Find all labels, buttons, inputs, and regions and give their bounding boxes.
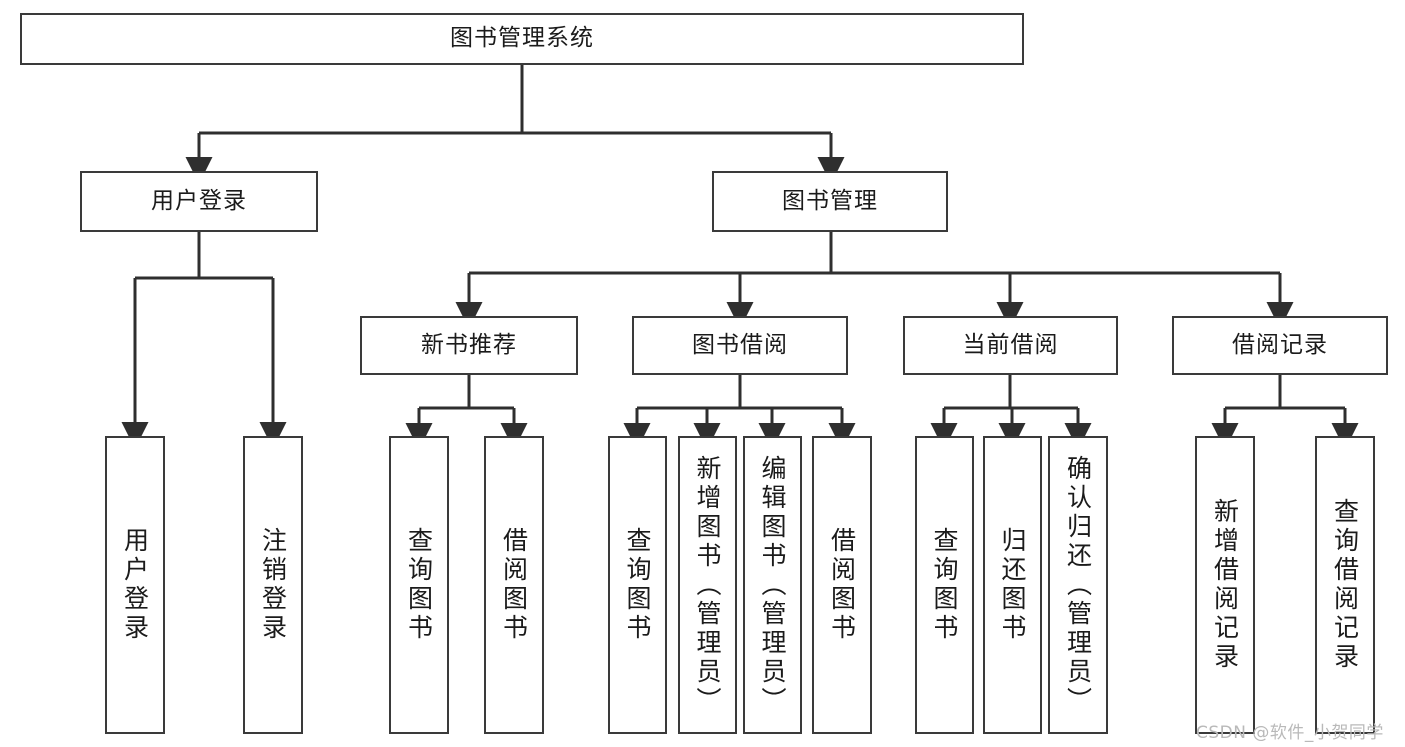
node-book-borrow[interactable]: 图书借阅 [632, 316, 848, 375]
node-borrow-record[interactable]: 借阅记录 [1172, 316, 1388, 375]
node-leaf-query-record[interactable]: 查询借阅记录 [1315, 436, 1375, 734]
node-leaf-borrow-book-2[interactable]: 借阅图书 [812, 436, 872, 734]
node-current-borrow-label: 当前借阅 [962, 331, 1059, 358]
node-leaf-return-book[interactable]: 归还图书 [983, 436, 1042, 734]
node-new-book-rec[interactable]: 新书推荐 [360, 316, 578, 375]
node-book-borrow-label: 图书借阅 [692, 331, 788, 358]
node-leaf-confirm-return[interactable]: 确认归还（管理员） [1048, 436, 1108, 734]
node-leaf-query-book-1-label: 查询图书 [404, 527, 434, 643]
node-leaf-user-login-label: 用户登录 [120, 527, 150, 643]
node-leaf-confirm-return-label: 确认归还（管理员） [1063, 454, 1093, 716]
node-leaf-query-book-3[interactable]: 查询图书 [915, 436, 974, 734]
node-borrow-record-label: 借阅记录 [1232, 331, 1328, 358]
node-book-manage[interactable]: 图书管理 [712, 171, 948, 232]
node-leaf-query-book-2-label: 查询图书 [623, 527, 652, 643]
node-user-login[interactable]: 用户登录 [80, 171, 318, 232]
node-leaf-borrow-book-1-label: 借阅图书 [499, 527, 529, 643]
node-leaf-edit-book-label: 编辑图书（管理员） [758, 454, 787, 716]
node-root-label: 图书管理系统 [450, 25, 594, 52]
node-leaf-return-book-label: 归还图书 [998, 527, 1027, 643]
node-leaf-add-record[interactable]: 新增借阅记录 [1195, 436, 1255, 734]
node-leaf-query-book-3-label: 查询图书 [930, 527, 959, 643]
node-leaf-add-book[interactable]: 新增图书（管理员） [678, 436, 737, 734]
node-leaf-user-login[interactable]: 用户登录 [105, 436, 165, 734]
node-leaf-borrow-book-2-label: 借阅图书 [827, 527, 857, 643]
node-new-book-rec-label: 新书推荐 [421, 331, 517, 358]
node-leaf-query-record-label: 查询借阅记录 [1330, 498, 1360, 672]
node-leaf-add-record-label: 新增借阅记录 [1210, 498, 1240, 672]
node-user-login-label: 用户登录 [151, 187, 247, 214]
node-current-borrow[interactable]: 当前借阅 [903, 316, 1118, 375]
node-leaf-query-book-1[interactable]: 查询图书 [389, 436, 449, 734]
node-leaf-query-book-2[interactable]: 查询图书 [608, 436, 667, 734]
node-leaf-logout[interactable]: 注销登录 [243, 436, 303, 734]
node-leaf-add-book-label: 新增图书（管理员） [693, 454, 722, 716]
watermark-text: CSDN @软件_小贺同学 [1196, 723, 1384, 743]
node-book-manage-label: 图书管理 [782, 187, 878, 214]
node-leaf-edit-book[interactable]: 编辑图书（管理员） [743, 436, 802, 734]
node-leaf-logout-label: 注销登录 [258, 527, 288, 643]
node-root[interactable]: 图书管理系统 [20, 13, 1024, 65]
node-leaf-borrow-book-1[interactable]: 借阅图书 [484, 436, 544, 734]
